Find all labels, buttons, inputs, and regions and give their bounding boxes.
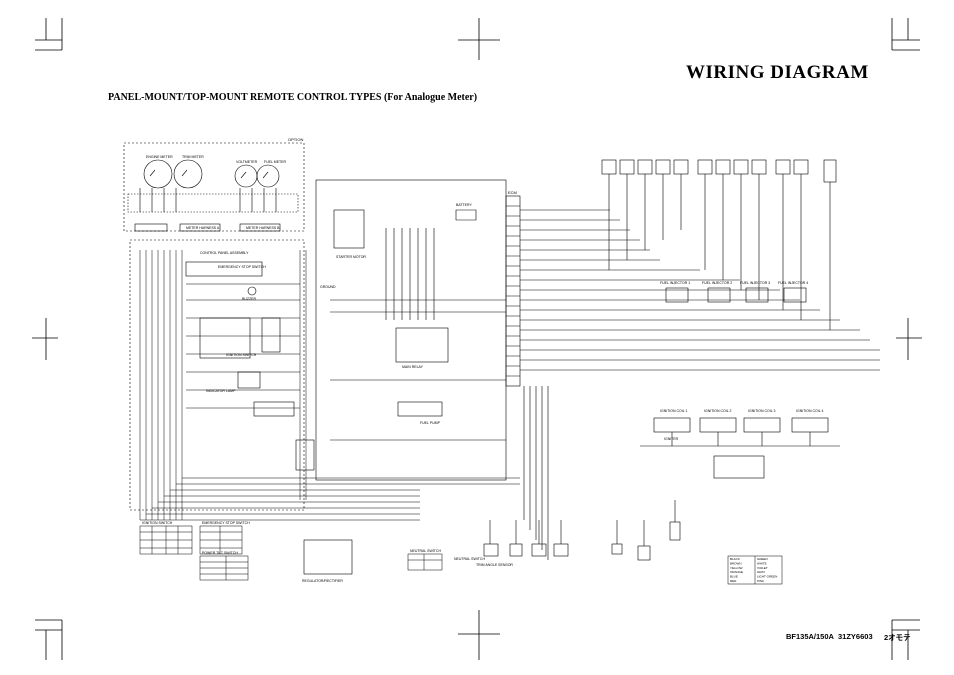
color-code-entry: BLUE — [730, 575, 738, 579]
color-code-entry: YELLOW — [730, 566, 743, 570]
top-sensors — [601, 159, 837, 330]
color-code-entry: VIOLET — [757, 566, 768, 570]
trim-meter-gauge — [173, 159, 203, 189]
igniter-label: IGNITER — [664, 437, 679, 441]
ignition-switch-label: IGNITION SWITCH — [226, 353, 257, 357]
option-meter-group: OPTION ENGINE METER TRIM METER VOLTMETER… — [123, 137, 305, 232]
ecm-connector: ECM — [505, 190, 880, 560]
emergency-stop-label: EMERGENCY STOP SWITCH — [218, 265, 266, 269]
voltmeter-gauge — [234, 164, 258, 188]
battery-label: BATTERY — [456, 203, 472, 207]
main-relay-label: MAIN RELAY — [402, 365, 424, 369]
footer-page: 2オモテ — [884, 633, 911, 642]
starter-motor-box — [333, 209, 365, 249]
indicator-label: INDICATOR LAMP — [206, 389, 236, 393]
trim-angle-label: TRIM ANGLE SENSOR — [476, 563, 513, 567]
tilt-table-label: POWER TILT SWITCH — [202, 551, 238, 555]
ignition-coil-3-label: IGNITION COIL 3 — [748, 409, 776, 413]
starter-motor-label: STARTER MOTOR — [336, 255, 366, 259]
neutral-switch-label: NEUTRAL SWITCH — [454, 557, 485, 561]
crop-marks — [32, 18, 922, 660]
color-code-entry: ORANGE — [730, 570, 743, 574]
fuel-meter-label: FUEL METER — [264, 160, 287, 164]
engine-meter-label: ENGINE METER — [146, 155, 173, 159]
color-code-entry: GREEN — [757, 557, 768, 561]
fuel-meter-gauge — [256, 164, 280, 188]
option-label: OPTION — [288, 137, 303, 142]
fuel-injector-2-label: FUEL INJECTOR 2 — [702, 281, 732, 285]
left-harness — [139, 250, 520, 521]
page-subtitle: PANEL-MOUNT/TOP-MOUNT REMOTE CONTROL TYP… — [108, 92, 478, 103]
footer-model: BF135A/150A — [786, 632, 834, 641]
fuel-pump-box — [397, 401, 443, 417]
trim-meter-label: TRIM METER — [182, 155, 204, 159]
color-code-entry: PINK — [757, 579, 764, 583]
meter-harness-b-label: METER HARNESS B — [246, 226, 280, 230]
battery-symbol — [455, 209, 477, 221]
neutral-table-label: NEUTRAL SWITCH — [410, 549, 441, 553]
control-panel-label: CONTROL PANEL ASSEMBLY — [200, 251, 249, 255]
color-code-entry: BLACK — [730, 557, 740, 561]
central-area: STARTER MOTOR BATTERY MAIN RELAY FUEL PU… — [315, 179, 507, 481]
color-code-entry: BROWN — [730, 561, 742, 565]
ignition-coils: IGNITION COIL 1 IGNITION COIL 2 IGNITION… — [640, 409, 840, 479]
ignition-coil-1-label: IGNITION COIL 1 — [660, 409, 688, 413]
control-panel-assembly: CONTROL PANEL ASSEMBLY EMERGENCY STOP SW… — [129, 239, 305, 511]
ecm-label: ECM — [508, 190, 517, 195]
color-code-entry: GRAY — [757, 570, 765, 574]
page-title: WIRING DIAGRAM — [686, 62, 869, 83]
regulator-rectifier-box — [303, 539, 353, 575]
ignition-coil-2-label: IGNITION COIL 2 — [704, 409, 732, 413]
voltmeter-label: VOLTMETER — [236, 160, 258, 164]
buzzer-symbol — [247, 286, 257, 296]
main-relay-box — [395, 327, 449, 363]
engine-meter-gauge — [143, 159, 173, 189]
color-code-entry: WHITE — [757, 561, 767, 565]
switch-tables: IGNITION SWITCH EMERGENCY STOP SWITCH PO… — [139, 521, 443, 581]
indicator-lamp-box — [253, 401, 315, 471]
color-code-entry: RED — [730, 579, 737, 583]
fuel-injector-4-label: FUEL INJECTOR 4 — [778, 281, 808, 285]
fuel-injector-3-label: FUEL INJECTOR 3 — [740, 281, 770, 285]
ignition-table-label: IGNITION SWITCH — [142, 521, 173, 525]
color-code-entry: LIGHT GREEN — [757, 575, 777, 579]
emergency-table-label: EMERGENCY STOP SWITCH — [202, 521, 250, 525]
emergency-stop-box — [185, 261, 263, 277]
meter-harness-a-label: METER HARNESS A — [186, 226, 220, 230]
regulator-label: REGULATOR/RECTIFIER — [302, 579, 343, 583]
fuel-injectors: FUEL INJECTOR 1 FUEL INJECTOR 2 FUEL INJ… — [660, 281, 808, 303]
fuel-injector-1-label: FUEL INJECTOR 1 — [660, 281, 690, 285]
fuel-pump-label: FUEL PUMP — [420, 421, 441, 425]
ignition-switch-box — [199, 317, 251, 359]
ground-label: GROUND — [320, 285, 336, 289]
ignition-coil-4-label: IGNITION COIL 4 — [796, 409, 824, 413]
buzzer-label: BUZZER — [242, 297, 256, 301]
footer-code: 31ZY6603 — [838, 632, 873, 641]
bottom-components: REGULATOR/RECTIFIER TRIM ANGLE SENSOR NE… — [302, 500, 681, 583]
